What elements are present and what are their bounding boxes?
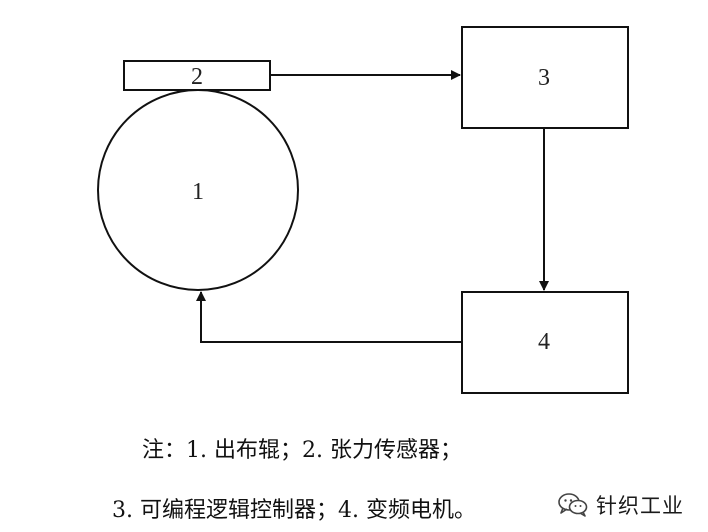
caption-line-2: 3. 可编程逻辑控制器；4. 变频电机。 [112,498,476,523]
watermark: 针织工业 [558,490,684,520]
wechat-logo-icon [558,493,588,517]
edge-4-to-1 [196,291,462,343]
watermark-text: 针织工业 [596,494,684,518]
node-3-label: 3 [538,65,550,91]
caption-line-1: 注：1. 出布辊；2. 张力传感器； [142,438,462,463]
node-4-motor: 4 [461,291,629,394]
control-loop-diagram: 1 2 3 4 [97,26,629,394]
node-1-cloth-roller: 1 [97,89,299,291]
node-2-label: 2 [191,64,203,90]
node-4-label: 4 [538,329,550,355]
node-1-label: 1 [192,179,204,205]
node-2-tension-sensor: 2 [123,60,271,91]
node-3-plc: 3 [461,26,629,129]
